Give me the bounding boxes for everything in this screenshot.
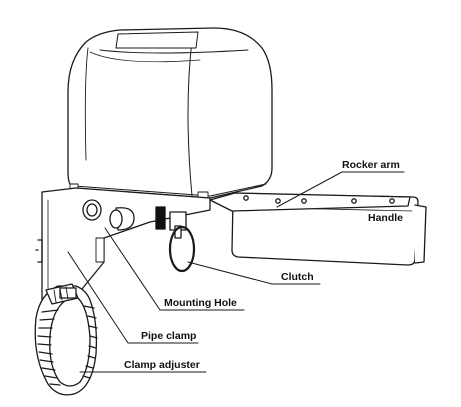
label-pipe-clamp: Pipe clamp — [141, 330, 197, 342]
leader-lines — [67, 171, 405, 373]
label-clamp-adjuster: Clamp adjuster — [124, 359, 200, 371]
clamp-adjuster — [45, 283, 79, 305]
leader-mounting-hole — [104, 227, 245, 311]
label-handle: Handle — [368, 212, 404, 224]
label-clutch: Clutch — [281, 271, 314, 283]
label-mounting-hole: Mounting Hole — [164, 297, 237, 309]
label-rocker-arm: Rocker arm — [342, 159, 400, 171]
clutch — [168, 225, 196, 273]
rocker-arm — [209, 192, 411, 212]
leader-rocker-arm — [276, 171, 405, 208]
pipe-clamp — [34, 285, 98, 396]
mounting-hole — [82, 199, 135, 263]
leader-pipe-clamp — [67, 251, 199, 344]
actuator-body — [67, 27, 273, 199]
leader-clutch — [187, 261, 321, 285]
shaft-coupling — [155, 206, 187, 239]
